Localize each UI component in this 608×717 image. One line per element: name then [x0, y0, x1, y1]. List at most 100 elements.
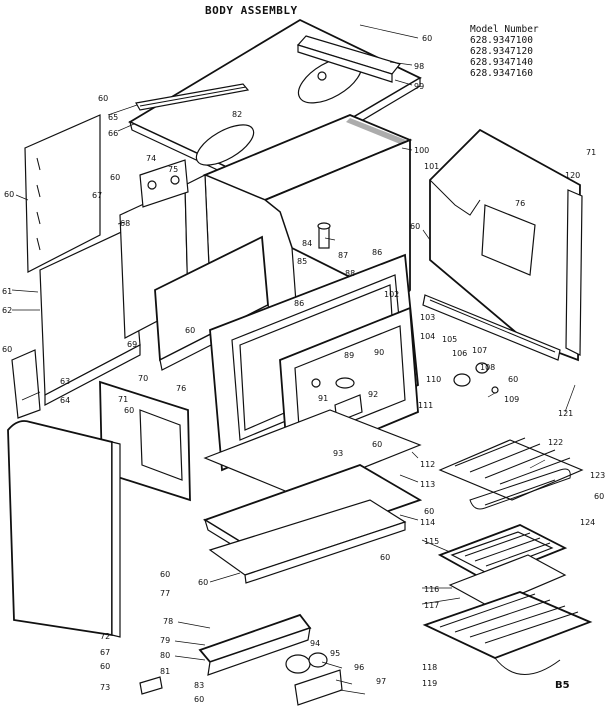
callout-82: 82	[232, 110, 242, 119]
callout-60: 60	[594, 492, 604, 501]
callout-60: 60	[424, 507, 434, 516]
callout-86: 86	[294, 299, 304, 308]
callout-107: 107	[472, 346, 487, 355]
igniter-post	[317, 222, 331, 249]
callout-78: 78	[163, 617, 173, 626]
callout-92: 92	[368, 390, 378, 399]
callout-86: 86	[372, 248, 382, 257]
callout-101: 101	[424, 162, 439, 171]
callout-104: 104	[420, 332, 435, 341]
valve-knob	[285, 652, 328, 674]
callout-84: 84	[302, 239, 312, 248]
broiler-pan	[437, 524, 568, 581]
callout-60: 60	[2, 345, 12, 354]
callout-85: 85	[297, 257, 307, 266]
callout-60: 60	[4, 190, 14, 199]
callout-116: 116	[424, 585, 439, 594]
callout-98: 98	[414, 62, 424, 71]
callout-79: 79	[160, 636, 170, 645]
callout-60: 60	[185, 326, 195, 335]
model-number-3: 628.9347140	[470, 57, 533, 68]
small-clip	[139, 676, 163, 695]
callout-67: 67	[100, 648, 110, 657]
callout-121: 121	[558, 409, 573, 418]
model-header: Model Number	[470, 24, 539, 35]
callout-102: 102	[384, 290, 399, 299]
callout-60: 60	[422, 34, 432, 43]
callout-65: 65	[108, 113, 118, 122]
right-rear-upright	[565, 189, 583, 356]
model-number-1: 628.9347100	[470, 35, 533, 46]
callout-109: 109	[504, 395, 519, 404]
callout-95: 95	[330, 649, 340, 658]
oven-rack	[422, 591, 593, 675]
callout-60: 60	[410, 222, 420, 231]
rear-vent-trim	[296, 35, 402, 83]
callout-61: 61	[2, 287, 12, 296]
callout-122: 122	[548, 438, 563, 447]
callout-112: 112	[420, 460, 435, 469]
callout-labels: 60 98 99 82 60 65 66 100 101 71 120 76 6…	[2, 34, 605, 704]
oven-floor-plate	[203, 409, 422, 496]
callout-69: 69	[127, 340, 137, 349]
callout-75: 75	[168, 165, 178, 174]
callout-66: 66	[108, 129, 118, 138]
callout-60: 60	[198, 578, 208, 587]
callout-115: 115	[424, 537, 439, 546]
callout-110: 110	[426, 375, 441, 384]
front-kick-panel	[208, 499, 407, 584]
callout-105: 105	[442, 335, 457, 344]
callout-114: 114	[420, 518, 435, 527]
oven-body-shell	[202, 114, 413, 331]
callout-100: 100	[414, 146, 429, 155]
broil-element	[469, 468, 571, 510]
callout-103: 103	[420, 313, 435, 322]
callout-113: 113	[420, 480, 435, 489]
valve-plate	[294, 669, 343, 706]
callout-123: 123	[590, 471, 605, 480]
callout-67: 67	[92, 191, 102, 200]
corner-code: B5	[555, 680, 570, 691]
callout-62: 62	[2, 306, 12, 315]
callout-88: 88	[345, 269, 355, 278]
callout-120: 120	[565, 171, 580, 180]
leader-lines	[11, 24, 576, 695]
model-number-block: Model Number 628.9347100 628.9347120 628…	[470, 24, 539, 79]
callout-60: 60	[110, 173, 120, 182]
callout-108: 108	[480, 363, 495, 372]
top-front-trim	[135, 83, 250, 111]
callout-60: 60	[98, 94, 108, 103]
callout-60: 60	[380, 553, 390, 562]
callout-106: 106	[452, 349, 467, 358]
callout-60: 60	[372, 440, 382, 449]
broiler-pan-base	[448, 554, 567, 608]
side-rail	[422, 294, 561, 361]
left-side-panel-lower	[39, 227, 141, 406]
model-number-4: 628.9347160	[470, 68, 533, 79]
callout-70: 70	[138, 374, 148, 383]
callout-73: 73	[100, 683, 110, 692]
large-side-panel	[7, 420, 121, 638]
callout-60: 60	[194, 695, 204, 704]
callout-68: 68	[120, 219, 130, 228]
left-trim-strip	[11, 349, 41, 419]
callout-76: 76	[515, 199, 525, 208]
left-side-panel-upper	[24, 114, 101, 273]
callout-71: 71	[586, 148, 596, 157]
callout-64: 64	[60, 396, 70, 405]
control-bracket	[198, 613, 312, 676]
callout-118: 118	[422, 663, 437, 672]
callout-111: 111	[418, 401, 433, 410]
callout-117: 117	[424, 601, 439, 610]
broiler-rack	[438, 437, 584, 501]
callout-74: 74	[146, 154, 156, 163]
callout-63: 63	[60, 377, 70, 386]
callout-87: 87	[338, 251, 348, 260]
callout-72: 72	[100, 632, 110, 641]
model-number-2: 628.9347120	[470, 46, 533, 57]
callout-99: 99	[414, 82, 424, 91]
callout-93: 93	[333, 449, 343, 458]
right-side-panel	[429, 128, 581, 362]
callout-96: 96	[354, 663, 364, 672]
